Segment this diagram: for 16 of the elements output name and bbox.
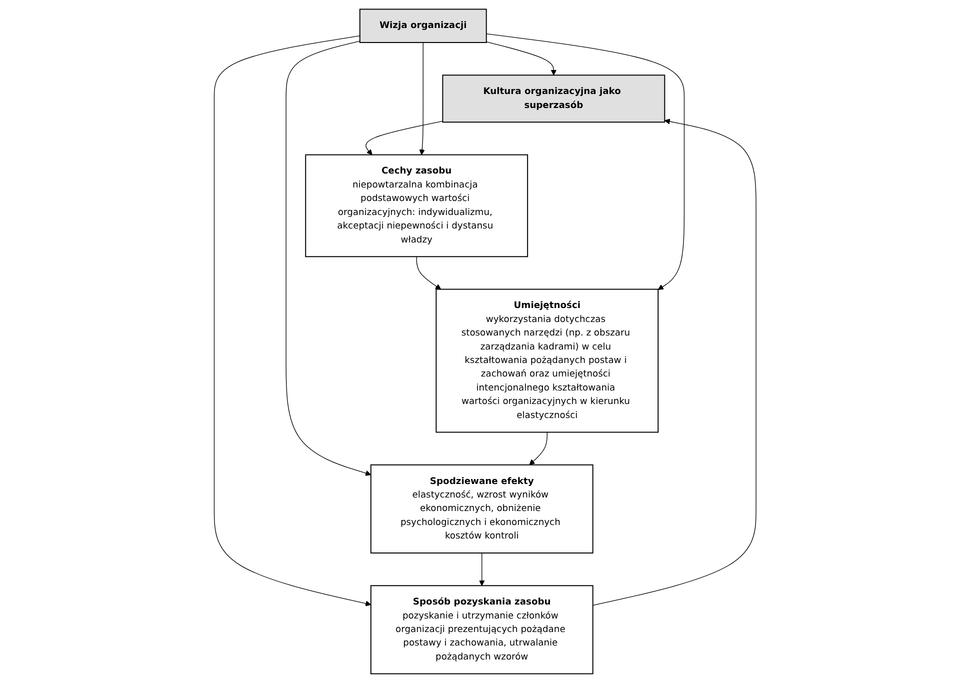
arrow — [486, 42, 556, 76]
arrow — [592, 118, 756, 606]
node-box: Kultura organizacyjna jako superzasób — [442, 74, 665, 123]
node-box: Umiejętności wykorzystania dotychczas stosowanych narzędzi (np. z obszaru zarządzania kadrami) w celu kształtowania pożądanych postaw i zachowań oraz umiejętności intencjonalnego kształtowania wartości organizacyjnych w kierunku elastyczności — [436, 288, 658, 433]
node-box: Sposób pozyskania zasobu pozyskanie i utrzymanie członków organizacji prezentujących pożądane postawy i zachowania, utrwalanie pożądanych wzorów — [370, 585, 594, 674]
node-box: Cechy zasobu niepowtarzalna kombinacja podstawowych wartości organizacyjnych: indywidualizmu, akceptacji niepewności i dystansu władzy — [304, 154, 528, 258]
arrow — [416, 256, 441, 290]
arrow — [529, 432, 548, 466]
arrow — [419, 42, 425, 156]
arrow — [486, 34, 684, 290]
node-box: Wizja organizacji — [359, 8, 487, 43]
arrow — [478, 552, 485, 586]
arrow — [214, 36, 372, 606]
arrow — [286, 40, 372, 476]
arrow — [365, 120, 443, 156]
node-box: Spodziewane efekty elastyczność, wzrost wyników ekonomicznych, obniżenie psychologicznych i ekonomicznych kosztów kontroli — [370, 464, 594, 554]
